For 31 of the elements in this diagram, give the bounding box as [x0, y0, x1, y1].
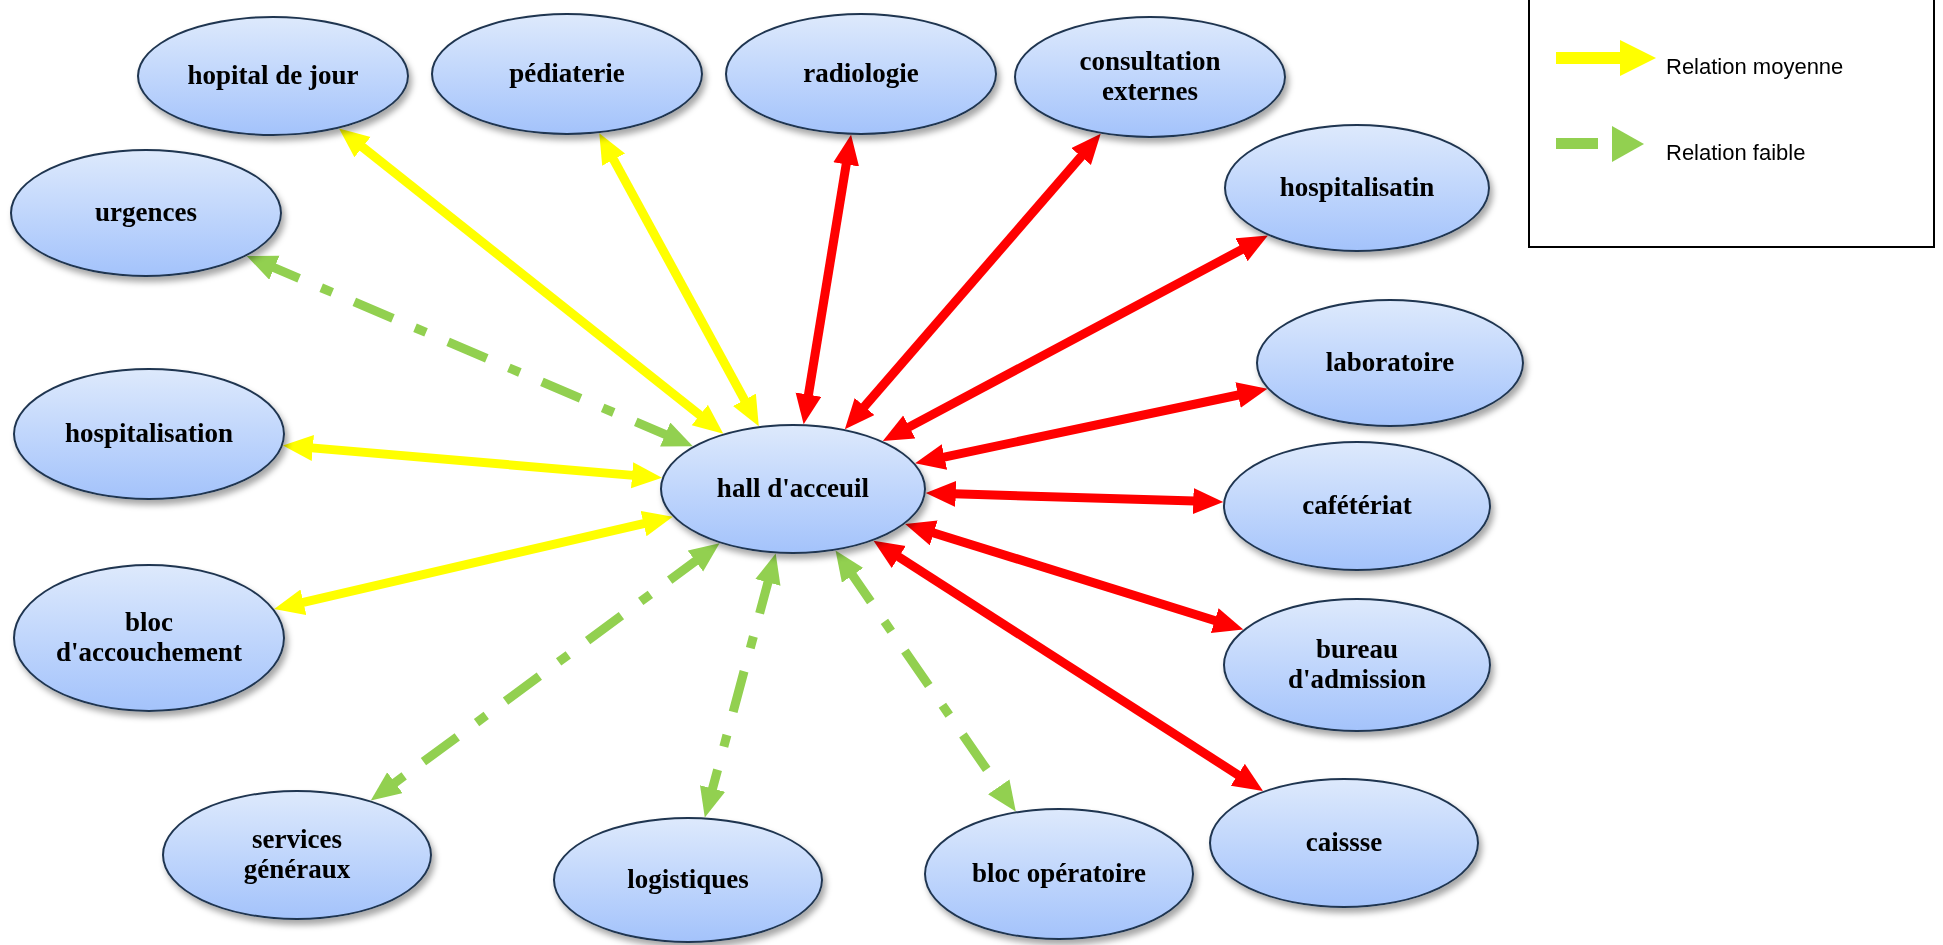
node-label: pédiaterie	[509, 59, 625, 89]
double-arrow	[795, 134, 859, 425]
node-label: hopital de jour	[187, 61, 359, 91]
node-label: consultation externes	[1078, 47, 1222, 107]
node-label: radiologie	[803, 59, 919, 89]
double-arrow	[339, 128, 724, 434]
double-arrow	[882, 235, 1268, 442]
double-arrow	[905, 520, 1244, 633]
node-label: bureau d'admission	[1286, 635, 1428, 695]
node-label: logistiques	[627, 865, 749, 895]
legend-label: Relation faible	[1666, 142, 1806, 164]
node-label: caissse	[1305, 828, 1383, 858]
double-arrow	[599, 133, 759, 427]
double-arrow	[700, 553, 781, 818]
double-arrow	[370, 543, 720, 801]
ellipse-node	[660, 424, 926, 554]
node-label: services généraux	[242, 825, 352, 885]
node-label: hospitalisation	[64, 419, 234, 449]
node-label: bloc opératoire	[971, 859, 1147, 889]
node-label: laboratoire	[1325, 348, 1455, 378]
double-arrow	[274, 510, 673, 615]
node-label: hall d'acceuil	[716, 474, 870, 504]
double-arrow	[915, 382, 1268, 470]
node-label: urgences	[95, 198, 197, 228]
legend-label: Relation moyenne	[1666, 56, 1844, 78]
double-arrow	[873, 540, 1264, 791]
double-arrow	[246, 255, 693, 447]
double-arrow	[925, 480, 1224, 515]
node-label: bloc d'accouchement	[55, 608, 243, 668]
node-label: cafétériat	[1302, 491, 1412, 521]
node-label: hospitalisatin	[1279, 173, 1435, 203]
